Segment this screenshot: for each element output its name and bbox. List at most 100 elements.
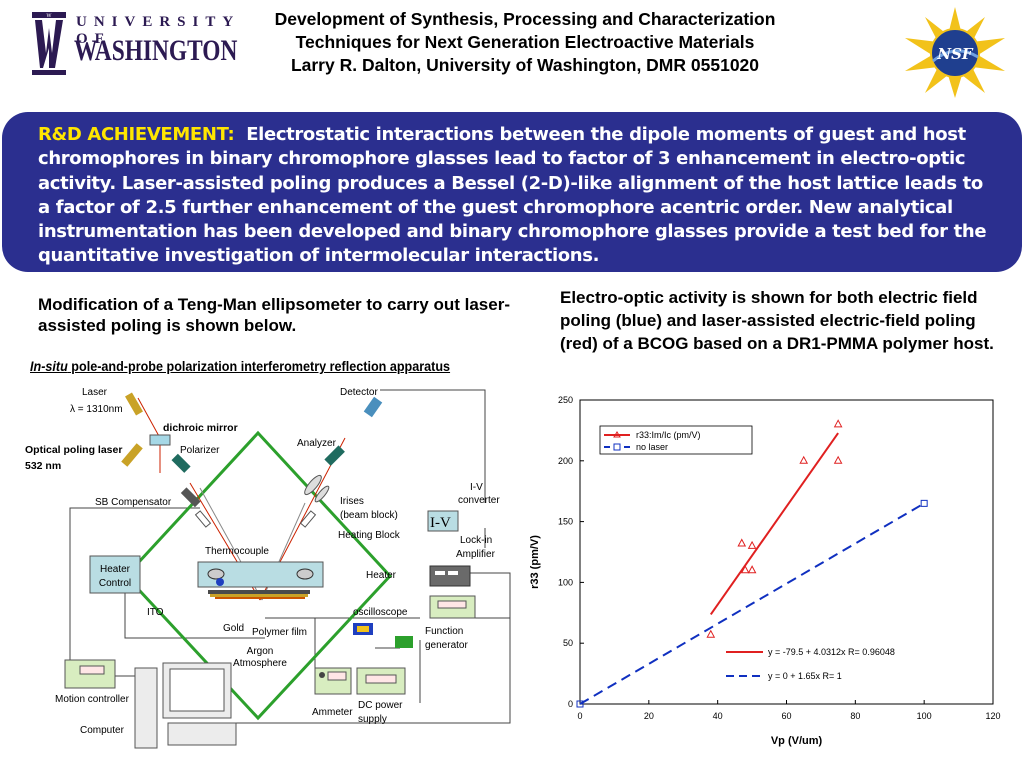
y-tick-label: 150 — [558, 517, 573, 527]
legend-box — [599, 425, 753, 455]
laser-data-point — [833, 455, 843, 464]
gold-label: Gold — [223, 623, 244, 634]
beam-block-label: (beam block) — [340, 510, 398, 521]
achievement-label: R&D ACHIEVEMENT: — [38, 124, 235, 145]
laser-icon — [125, 392, 143, 416]
laser-data-point — [706, 629, 716, 638]
x-tick-label: 120 — [985, 711, 1000, 721]
oscilloscope-label: oscilloscope — [353, 607, 408, 618]
argon-label-2: Atmosphere — [233, 658, 287, 669]
motion-controller-label: Motion controller — [55, 694, 130, 705]
chart-plot-area: 0 20 40 60 80 100 120 0 50 100 150 200 250 Vp (V/um) r… — [529, 395, 1001, 747]
dichroic-mirror-label: dichroic mirror — [163, 422, 238, 434]
computer-label: Computer — [80, 725, 125, 736]
fit-equation-label: y = 0 + 1.65x R= 1 — [768, 671, 842, 681]
ito-layer — [208, 590, 310, 594]
y-tick-label: 50 — [563, 638, 573, 648]
oscilloscope-probe-icon — [395, 636, 413, 648]
heating-block-label: Heating Block — [338, 530, 401, 541]
fit-equation-label: y = -79.5 + 4.0312x R= 0.96048 — [768, 647, 895, 657]
heater-control-label-2: Control — [99, 578, 131, 589]
apparatus-title-rest: pole-and-probe polarization interferomet… — [67, 358, 451, 374]
nsf-logo: NSF — [905, 7, 1005, 98]
iris-left-icon — [194, 510, 212, 528]
iris-right-icon — [299, 510, 317, 528]
iv-label: I-V — [470, 482, 483, 493]
y-tick-label: 0 — [568, 699, 573, 709]
no-laser-data-point — [920, 499, 928, 507]
apparatus-title-italic: In-situ — [30, 358, 68, 374]
poling-laser-icon — [121, 443, 143, 467]
nsf-logo-text: NSF — [936, 45, 974, 63]
ellipsometer-caption: Modification of a Teng-Man ellipsometer … — [38, 295, 510, 335]
dc-power-label-1: DC power — [358, 700, 403, 711]
nsf-sunburst-icon — [905, 7, 1005, 98]
achievement-body: Electrostatic interactions between the d… — [38, 124, 987, 267]
iv-converter-label: converter — [458, 495, 500, 506]
y-tick-label: 250 — [558, 395, 573, 405]
x-tick-label: 0 — [577, 711, 582, 721]
irises-label: Irises — [340, 496, 364, 507]
x-tick-label: 40 — [713, 711, 723, 721]
electro-optic-caption: Electro-optic activity is shown for both… — [560, 288, 994, 353]
lock-in-label-2: Amplifier — [456, 549, 496, 560]
polymer-film-layer — [215, 597, 305, 599]
title-line-2: Techniques for Next Generation Electroac… — [295, 32, 755, 52]
lock-in-amplifier-icon — [429, 565, 471, 587]
logo-washington-text: WASHINGTON — [74, 34, 238, 67]
dc-power-label-2: supply — [358, 714, 387, 725]
function-generator-label-1: Function — [425, 626, 463, 637]
x-tick-label: 60 — [781, 711, 791, 721]
thermocouple-icon — [216, 578, 224, 586]
uw-w-mark-icon: W — [32, 12, 66, 75]
ammeter-label: Ammeter — [312, 707, 353, 718]
x-axis-label: Vp (V/um) — [771, 735, 823, 747]
thermocouple-label: Thermocouple — [205, 546, 269, 557]
laser-wavelength-label: λ = 1310nm — [70, 404, 123, 415]
logo-university-text: UNIVERSITY OF — [76, 14, 240, 47]
achievement-panel — [2, 112, 1022, 272]
heater-control-label-1: Heater — [100, 564, 131, 575]
no-laser-fit-line — [579, 502, 925, 705]
detector-icon — [363, 396, 383, 418]
detector-label: Detector — [340, 387, 378, 398]
argon-label-1: Argon — [247, 646, 274, 657]
polarizer-label: Polarizer — [180, 445, 220, 456]
heater-control-box — [89, 555, 141, 594]
sb-compensator-label: SB Compensator — [95, 497, 172, 508]
laser-fit-line — [709, 432, 839, 615]
heater-label: Heater — [366, 570, 397, 581]
legend-swatch-marker — [613, 431, 621, 438]
poling-laser-label: Optical poling laser — [25, 444, 122, 456]
svg-text:W: W — [46, 13, 52, 19]
achievement-text: R&D ACHIEVEMENT: Electrostatic interacti… — [38, 123, 998, 269]
argon-chamber-outline — [123, 430, 393, 721]
legend-entry-label: r33:Im/Ic (pm/V) — [636, 430, 701, 440]
lock-in-label-1: Lock-in — [460, 535, 492, 546]
x-tick-label: 80 — [850, 711, 860, 721]
laser-label: Laser — [82, 387, 108, 398]
polymer-film-label: Polymer film — [252, 627, 307, 638]
title-line-1: Development of Synthesis, Processing and… — [274, 9, 776, 29]
analyzer-icon — [324, 445, 345, 466]
laser-data-point — [833, 419, 843, 428]
laser-data-point — [740, 565, 750, 574]
sb-compensator-icon — [180, 487, 201, 508]
apparatus-title: In-situ pole-and-probe polarization inte… — [30, 358, 471, 374]
title-line-3: Larry R. Dalton, University of Washingto… — [290, 55, 760, 75]
y-axis-label: r33 (pm/V) — [529, 535, 541, 589]
electro-optic-chart: 0 20 40 60 80 100 120 0 50 100 150 200 250 Vp (V/um) r… — [529, 395, 1001, 747]
laser-data-point — [747, 565, 757, 574]
wiring — [69, 389, 511, 724]
y-tick-label: 200 — [558, 456, 573, 466]
laser-data-point — [737, 538, 747, 547]
y-tick-label: 100 — [558, 577, 573, 587]
page-title: Development of Synthesis, Processing and… — [210, 8, 840, 77]
x-tick-label: 20 — [644, 711, 654, 721]
irises-icon — [304, 474, 322, 496]
ito-label: ITO — [147, 607, 164, 618]
gold-layer — [210, 594, 308, 597]
polarizer-icon — [171, 453, 191, 473]
x-tick-label: 100 — [917, 711, 932, 721]
legend-swatch-marker — [613, 443, 621, 451]
